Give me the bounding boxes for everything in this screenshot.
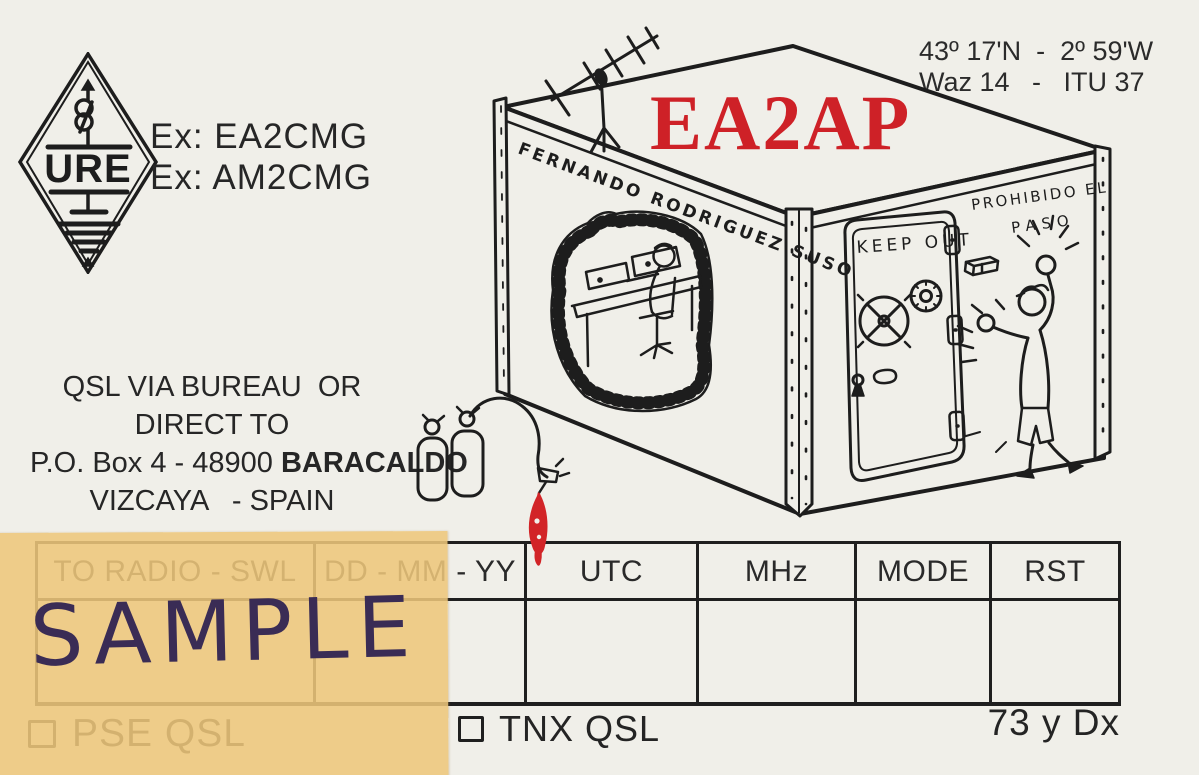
address-city: BARACALDO <box>280 447 468 479</box>
logo-text: URE <box>44 147 131 191</box>
wall-sign-line2: PASO <box>1010 211 1075 237</box>
tnx-qsl-checkbox <box>458 716 484 742</box>
wall-cutout <box>550 210 714 413</box>
logo-diamond-outer <box>18 52 159 274</box>
brick <box>963 255 1000 277</box>
sample-handwriting: SAMPLE <box>28 577 421 686</box>
table-divider-5 <box>989 541 992 705</box>
table-border-right <box>1118 541 1121 705</box>
address-line-3: P.O. Box 4 - 48900 BARACALDO <box>30 447 468 479</box>
table-divider-3 <box>696 541 699 705</box>
table-border-top <box>35 541 1121 544</box>
impact-lines <box>956 214 1080 453</box>
beam-antenna <box>544 26 660 154</box>
zones: Waz 14 - ITU 37 <box>919 67 1145 97</box>
radio-operator-scene <box>570 242 703 368</box>
table-border-bottom <box>35 702 1121 706</box>
col-header-mhz: MHz <box>744 555 809 588</box>
door-hinges <box>943 224 966 442</box>
ure-logo: URE <box>18 52 159 274</box>
address-line-4: VIZCAYA - SPAIN <box>89 485 335 517</box>
callsign: EA2AP <box>650 79 912 166</box>
address-line-1: QSL VIA BUREAU OR <box>62 371 362 403</box>
antenna-symbol <box>45 78 133 150</box>
vault-door <box>843 210 966 482</box>
col-header-mode: MODE <box>877 555 969 588</box>
former-callsigns: Ex: EA2CMG Ex: AM2CMG <box>150 116 372 198</box>
address-line-2: DIRECT TO <box>134 409 290 441</box>
wall-sign-line1: PROHIBIDO EL <box>970 178 1109 214</box>
combination-dial <box>909 279 943 313</box>
col-header-utc: UTC <box>579 555 644 588</box>
keyhole <box>851 373 865 397</box>
locator-block: 43º 17'N - 2º 59'W Waz 14 - ITU 37 <box>919 36 1153 98</box>
table-divider-2 <box>524 541 527 705</box>
door-sign: KEEP OUT <box>856 230 974 258</box>
coordinates: 43º 17'N - 2º 59'W <box>919 36 1154 66</box>
ex-callsign-1: Ex: EA2CMG <box>150 117 369 156</box>
closing-73: 73 y Dx <box>987 702 1120 743</box>
col-header-rst: RST <box>1024 555 1086 588</box>
tnx-qsl-row: TNX QSL <box>458 708 660 750</box>
address-block: QSL VIA BUREAU OR DIRECT TO P.O. Box 4 -… <box>30 368 468 520</box>
table-header-underline <box>35 598 1121 601</box>
tnx-qsl-label: TNX QSL <box>499 708 661 749</box>
ground-symbol <box>48 189 130 267</box>
door-handle <box>872 368 898 385</box>
banging-man <box>956 214 1084 479</box>
table-divider-4 <box>854 541 857 705</box>
ex-callsign-2: Ex: AM2CMG <box>150 158 372 197</box>
door-wheel <box>856 293 912 349</box>
